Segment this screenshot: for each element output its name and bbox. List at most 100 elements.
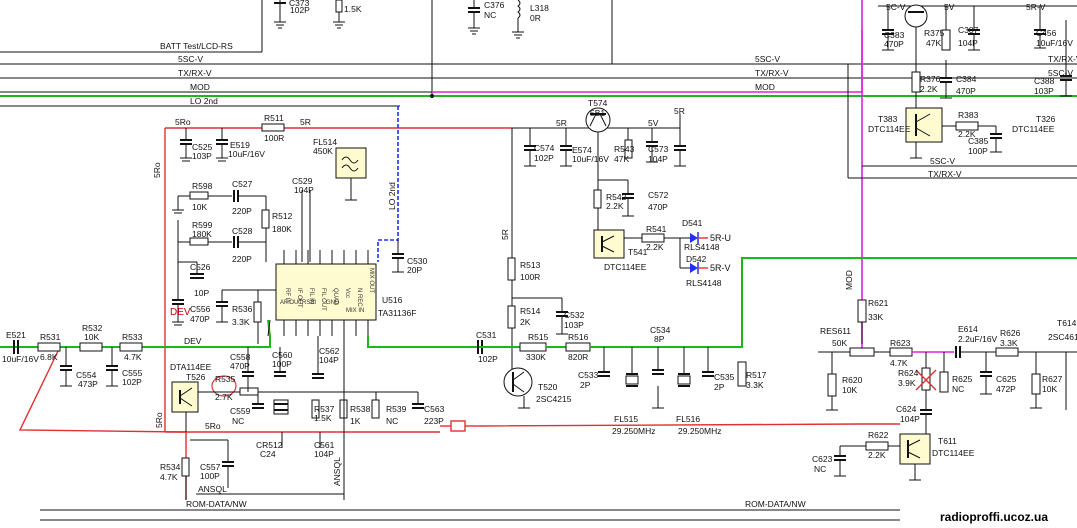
c530 xyxy=(392,240,404,273)
r537-ref: R537 xyxy=(314,404,335,414)
e521-value: 10uF/16V xyxy=(2,354,39,364)
r541-ref: R541 xyxy=(646,224,667,234)
r538-value: 1K xyxy=(350,416,361,426)
c556-r536 xyxy=(172,289,276,344)
r542-ref: R542 xyxy=(606,192,627,202)
net-5sc-v-top: 5SC-V xyxy=(178,54,203,64)
t541-type: DTC114EE xyxy=(604,262,647,272)
t574-ref: T574 xyxy=(588,98,608,108)
res611-ref: RES611 xyxy=(820,326,851,336)
c561-value: 104P xyxy=(314,449,334,459)
r515-value: 330K xyxy=(526,352,546,362)
r535-ref: R535 xyxy=(215,374,236,384)
c387-value: 104P xyxy=(958,38,978,48)
fl515-ref: FL515 xyxy=(614,414,638,424)
net-txrx-top-right: TX/RX-V xyxy=(755,68,789,78)
dev-net-label: DEV xyxy=(184,336,202,346)
c383-ref: C383 xyxy=(884,30,905,40)
c456-ref: C456 xyxy=(1036,28,1057,38)
r622-ref: R622 xyxy=(868,430,889,440)
pin-label: FIL IN xyxy=(308,288,314,304)
r512-ref: R512 xyxy=(272,211,293,221)
res611-value: 50K xyxy=(832,338,847,348)
c572-value: 470P xyxy=(648,202,668,212)
e574-ref: E574 xyxy=(572,145,592,155)
net-mod-vert: MOD xyxy=(844,270,854,290)
t326-value: DTC114EE xyxy=(1012,124,1055,134)
u516-pin-labels: RF IN IF OUT FIL IN FIL OUT QUAD Vcc N R… xyxy=(280,268,374,314)
rail-5r-top2: 5R xyxy=(556,118,567,128)
cr512-c561 xyxy=(281,432,321,448)
c376-ref: C376 xyxy=(484,0,505,10)
c573-ref: C573 xyxy=(648,144,669,154)
c525-e519 xyxy=(180,128,228,162)
l318-ref: L318 xyxy=(530,3,549,13)
sc5v-right: 5SC-V xyxy=(1048,68,1073,78)
ansql-vert: ANSQL xyxy=(332,457,342,486)
c526-value: 10P xyxy=(194,288,209,298)
r543-ref: R543 xyxy=(614,144,635,154)
net-5sc-v-top-right: 5SC-V xyxy=(755,54,780,64)
rail-5v-top2: 5V xyxy=(648,118,659,128)
rail-5ro-label-a: 5Ro xyxy=(175,117,191,127)
r539-value: NC xyxy=(386,416,398,426)
t326-ref: T326 xyxy=(1036,114,1056,124)
fl516-ref: FL516 xyxy=(676,414,700,424)
rom-data-right: ROM-DATA/NW xyxy=(745,499,806,509)
e574-value: 10uF/16V xyxy=(572,154,609,164)
c385-value: 100P xyxy=(968,146,988,156)
c624-ref: C624 xyxy=(896,404,917,414)
c572-ref: C572 xyxy=(648,190,669,200)
r515-ref: R515 xyxy=(528,332,549,342)
r515-r516 xyxy=(480,257,1077,352)
c385-ref: C385 xyxy=(968,136,989,146)
t383-value: DTC114EE xyxy=(868,124,911,134)
r621-ref: R621 xyxy=(868,298,889,308)
r622-value: 2.2K xyxy=(868,450,886,460)
c574-ref: C574 xyxy=(534,143,555,153)
c557-value: 100P xyxy=(200,471,220,481)
fl514-value: 450K xyxy=(313,146,333,156)
c557-ref: C557 xyxy=(200,462,221,472)
r599-c528 xyxy=(177,220,266,290)
r542-value: 2.2K xyxy=(606,201,624,211)
c376-value: NC xyxy=(484,10,496,20)
top-left-fragments: C373 102P 1.5K C376 NC L318 0R xyxy=(274,0,549,39)
r535 xyxy=(198,375,259,397)
c574-value: 102P xyxy=(534,153,554,163)
c533-ref: C533 xyxy=(578,370,599,380)
net-lo2nd-top: LO 2nd xyxy=(190,96,218,106)
ro-bottom-vert: 5Ro xyxy=(154,412,164,428)
r533-ref: R533 xyxy=(122,332,143,342)
c527-value: 220P xyxy=(232,206,252,216)
e614-ref: E614 xyxy=(958,324,978,334)
right-bottom xyxy=(818,299,1077,481)
pin-label: FIL OUT xyxy=(320,288,326,311)
r627-ref: R627 xyxy=(1042,374,1063,384)
r534-ref: R534 xyxy=(160,462,181,472)
c623-ref: C623 xyxy=(812,454,833,464)
fl515-value: 29.250MHz xyxy=(612,426,655,436)
t541-area xyxy=(593,179,708,274)
t520-ref: T520 xyxy=(538,382,558,392)
c562-value: 104P xyxy=(319,355,339,365)
r599-ref: R599 xyxy=(192,220,213,230)
u516-value: TA31136F xyxy=(378,308,416,318)
c555-ref: C555 xyxy=(122,368,143,378)
net-batt-test: BATT Test/LCD-RS xyxy=(160,41,233,51)
c384-value: 470P xyxy=(956,86,976,96)
r535-value: 2.7K xyxy=(215,392,233,402)
c573-value: 104P xyxy=(648,154,668,164)
r625-ref: R625 xyxy=(952,374,973,384)
c531-value: 102P xyxy=(478,354,498,364)
rom-data-left: ROM-DATA/NW xyxy=(186,499,247,509)
c533-value: 2P xyxy=(580,380,591,390)
crystal-filters xyxy=(598,347,747,409)
c525-ref: C525 xyxy=(192,142,213,152)
fl514-ref: FL514 xyxy=(313,137,337,147)
c529 xyxy=(301,190,311,262)
e521-ref: E521 xyxy=(6,330,26,340)
r511 xyxy=(261,123,285,132)
r383-value: 2.2K xyxy=(958,129,976,139)
e614-value: 2.2uF/16V xyxy=(958,334,998,344)
